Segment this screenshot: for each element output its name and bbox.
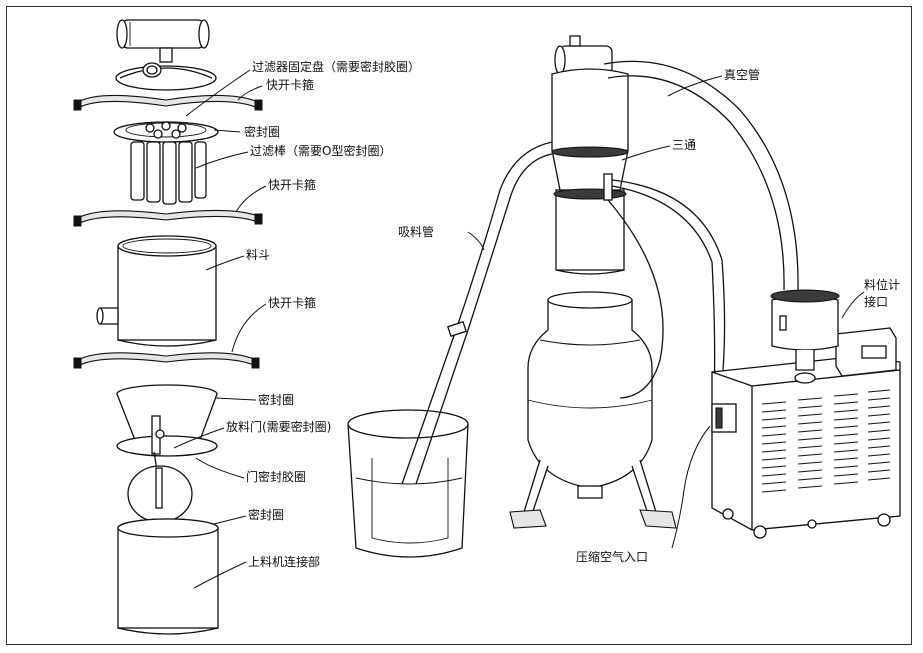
label-seal-ring-3: 密封圈 (248, 507, 284, 522)
label-discharge-door: 放料门(需要密封圈) (226, 419, 331, 434)
quick-clamp-3 (73, 352, 260, 369)
label-compressed-air-inlet: 压缩空气入口 (576, 549, 648, 564)
suction-pipe (401, 141, 553, 485)
label-door-gasket: 门密封胶圈 (246, 469, 306, 484)
loader-connection-cylinder (117, 518, 219, 635)
label-loader-connection: 上料机连接部 (248, 554, 320, 569)
label-hopper: 料斗 (246, 248, 270, 262)
label-filter-plate: 过滤器固定盘（需要密封胶圈） (252, 59, 420, 74)
exploded-view (73, 19, 267, 635)
label-vacuum-pipe: 真空管 (724, 67, 760, 82)
compressed-air-hose (607, 179, 726, 401)
diagram-border (6, 6, 912, 645)
right-leader-lines (467, 75, 865, 549)
storage-tank (509, 291, 677, 529)
cabinet-vents (761, 389, 891, 493)
quick-clamp-1 (73, 94, 263, 111)
label-suction-pipe: 吸料管 (398, 224, 434, 239)
material-bucket (347, 409, 469, 558)
label-level-port-line2: 接口 (864, 294, 888, 309)
vacuum-receiver (551, 35, 629, 275)
left-leader-lines (173, 69, 267, 589)
label-seal-ring-2: 密封圈 (258, 392, 294, 407)
label-seal-ring-1: 密封圈 (244, 124, 280, 139)
hopper-cylinder (96, 235, 217, 347)
label-clamp-2: 快开卡箍 (268, 177, 316, 192)
cone-and-discharge-door (116, 384, 218, 523)
label-tee: 三通 (672, 138, 696, 152)
label-clamp-3: 快开卡箍 (268, 295, 316, 310)
label-filter-rods: 过滤棒（需要O型密封圈） (250, 143, 391, 158)
assembled-system (347, 35, 901, 558)
label-level-port-line1: 料位计 (864, 277, 900, 292)
vacuum-pipe (603, 60, 799, 291)
filter-housing-top (115, 19, 217, 91)
filter-rod-assembly (113, 121, 219, 205)
labels: 过滤器固定盘（需要密封胶圈） 快开卡箍 密封圈 过滤棒（需要O型密封圈） 快开卡… (226, 59, 900, 569)
vacuum-pump-cabinet (711, 289, 901, 539)
label-clamp-1: 快开卡箍 (266, 77, 314, 92)
quick-clamp-2 (73, 209, 263, 227)
